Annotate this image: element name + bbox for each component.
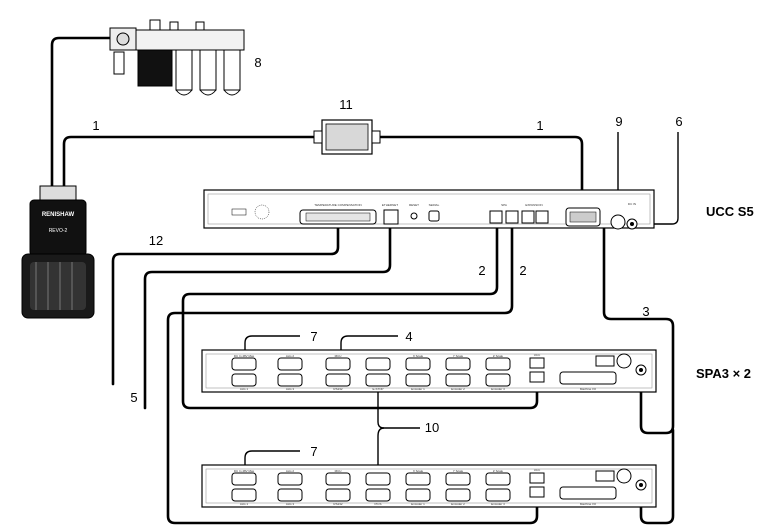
spa-top-axis2: Axis 2: [286, 354, 295, 358]
spa-top-axis3: Axis 3: [286, 387, 295, 391]
spa-bot-encoder2: Encoder 2: [451, 502, 465, 506]
probe-brand: RENISHAW: [42, 212, 75, 218]
callout-12: 12: [149, 233, 163, 248]
cable-2b: [166, 224, 539, 525]
callout-2a: 2: [478, 263, 485, 278]
leader-10b: [377, 427, 385, 480]
ucc-label-ethernet: ETHERNET: [382, 203, 398, 207]
spa-bot-x-scale: X Scale: [413, 469, 424, 473]
ucc-label-expansion: EXPANSION: [525, 203, 542, 207]
cables: [50, 36, 679, 525]
spa-bot-ucc: UCC: [534, 468, 541, 472]
cable-3: [602, 203, 675, 435]
leader-4: [340, 335, 398, 358]
spa-bot-encoder1: Encoder 1: [411, 502, 425, 506]
leader-7a: [244, 335, 300, 358]
cable-1-right: [370, 135, 584, 214]
callout-8: 8: [254, 55, 261, 70]
spa-top-encoder2: Encoder 2: [451, 387, 465, 391]
spa-bot-axis2: Axis 2: [286, 469, 295, 473]
cable-5: [143, 224, 392, 410]
ucc-label-spa: SPA: [501, 203, 507, 207]
cable-12: [111, 224, 340, 386]
spa-bot-dc-in: DC In 48V Max: [234, 469, 255, 473]
callouts: 1 1 11 8 9 6 12 2 2 3 7 4 5 10 7: [92, 55, 682, 459]
spa-bot-mcu: MCU: [335, 469, 342, 473]
spa3-panel-bottom: DC In 48V Max Axis 1 Axis 2 Axis 3 MCU R…: [201, 464, 657, 508]
spa-bot-y-scale: Y Scale: [453, 469, 464, 473]
callout-1a: 1: [92, 118, 99, 133]
device-label-ucc-s5: UCC S5: [706, 204, 754, 219]
spa-top-y-scale: Y Scale: [453, 354, 464, 358]
spa-bot-rs232: RS232: [333, 502, 343, 506]
callout-3: 3: [642, 304, 649, 319]
leader-6: [628, 132, 679, 225]
spa-top-machine-io: Machine I/O: [580, 387, 597, 391]
spa-bot-pics: PICS: [374, 502, 381, 506]
spa-bot-axis3: Axis 3: [286, 502, 295, 506]
ucc-s5-panel: TEMPERATURE COMPENSATION ETHERNET RESET …: [203, 189, 655, 230]
spa-bot-z-scale: Z Scale: [493, 469, 504, 473]
spa-bot-encoder3: Encoder 3: [491, 502, 505, 506]
spa-top-ucc: UCC: [534, 353, 541, 357]
callout-5: 5: [130, 390, 137, 405]
spa-top-axis1: Axis 1: [240, 387, 249, 391]
callout-10: 10: [425, 420, 439, 435]
ucc-label-serial: SERIAL: [429, 203, 440, 207]
cable-probe-to-filter: [50, 36, 112, 190]
spa-top-mcu: MCU: [335, 354, 342, 358]
air-filter-unit: [109, 19, 245, 96]
ucc-label-dc-in: DC IN: [628, 202, 636, 206]
inline-connector-11: [313, 119, 381, 155]
probe-model: REVO-2: [49, 228, 68, 234]
spa-top-z-scale: Z Scale: [493, 354, 504, 358]
device-label-spa3: SPA3 × 2: [696, 366, 751, 381]
probe-head: RENISHAW REVO-2: [21, 185, 95, 319]
spa-top-dc-in: DC In 48V Max: [234, 354, 255, 358]
spa-bot-axis1: Axis 1: [240, 502, 249, 506]
spa-top-rs232: RS232: [333, 387, 343, 391]
ucc-label-reset: RESET: [409, 203, 419, 207]
callout-4: 4: [405, 329, 412, 344]
callout-1b: 1: [536, 118, 543, 133]
spa-bot-machine-io: Machine I/O: [580, 502, 597, 506]
cable-2a: [181, 224, 539, 410]
ucc-label-temp-comp: TEMPERATURE COMPENSATION: [314, 203, 361, 207]
spa-top-e-stop: E-STOP: [372, 387, 383, 391]
callout-9: 9: [615, 114, 622, 129]
spa3-panel-top: DC In 48V Max Axis 1 Axis 2 Axis 3 MCU R…: [201, 349, 657, 393]
spa-top-encoder1: Encoder 1: [411, 387, 425, 391]
callout-2b: 2: [519, 263, 526, 278]
callout-6: 6: [675, 114, 682, 129]
spa-top-x-scale: X Scale: [413, 354, 424, 358]
callout-7b: 7: [310, 444, 317, 459]
spa-top-encoder3: Encoder 3: [491, 387, 505, 391]
cable-1: [62, 135, 324, 190]
cable-3-lower: [639, 428, 675, 525]
callout-11: 11: [339, 97, 353, 112]
leader-7b: [244, 450, 300, 474]
callout-7a: 7: [310, 329, 317, 344]
